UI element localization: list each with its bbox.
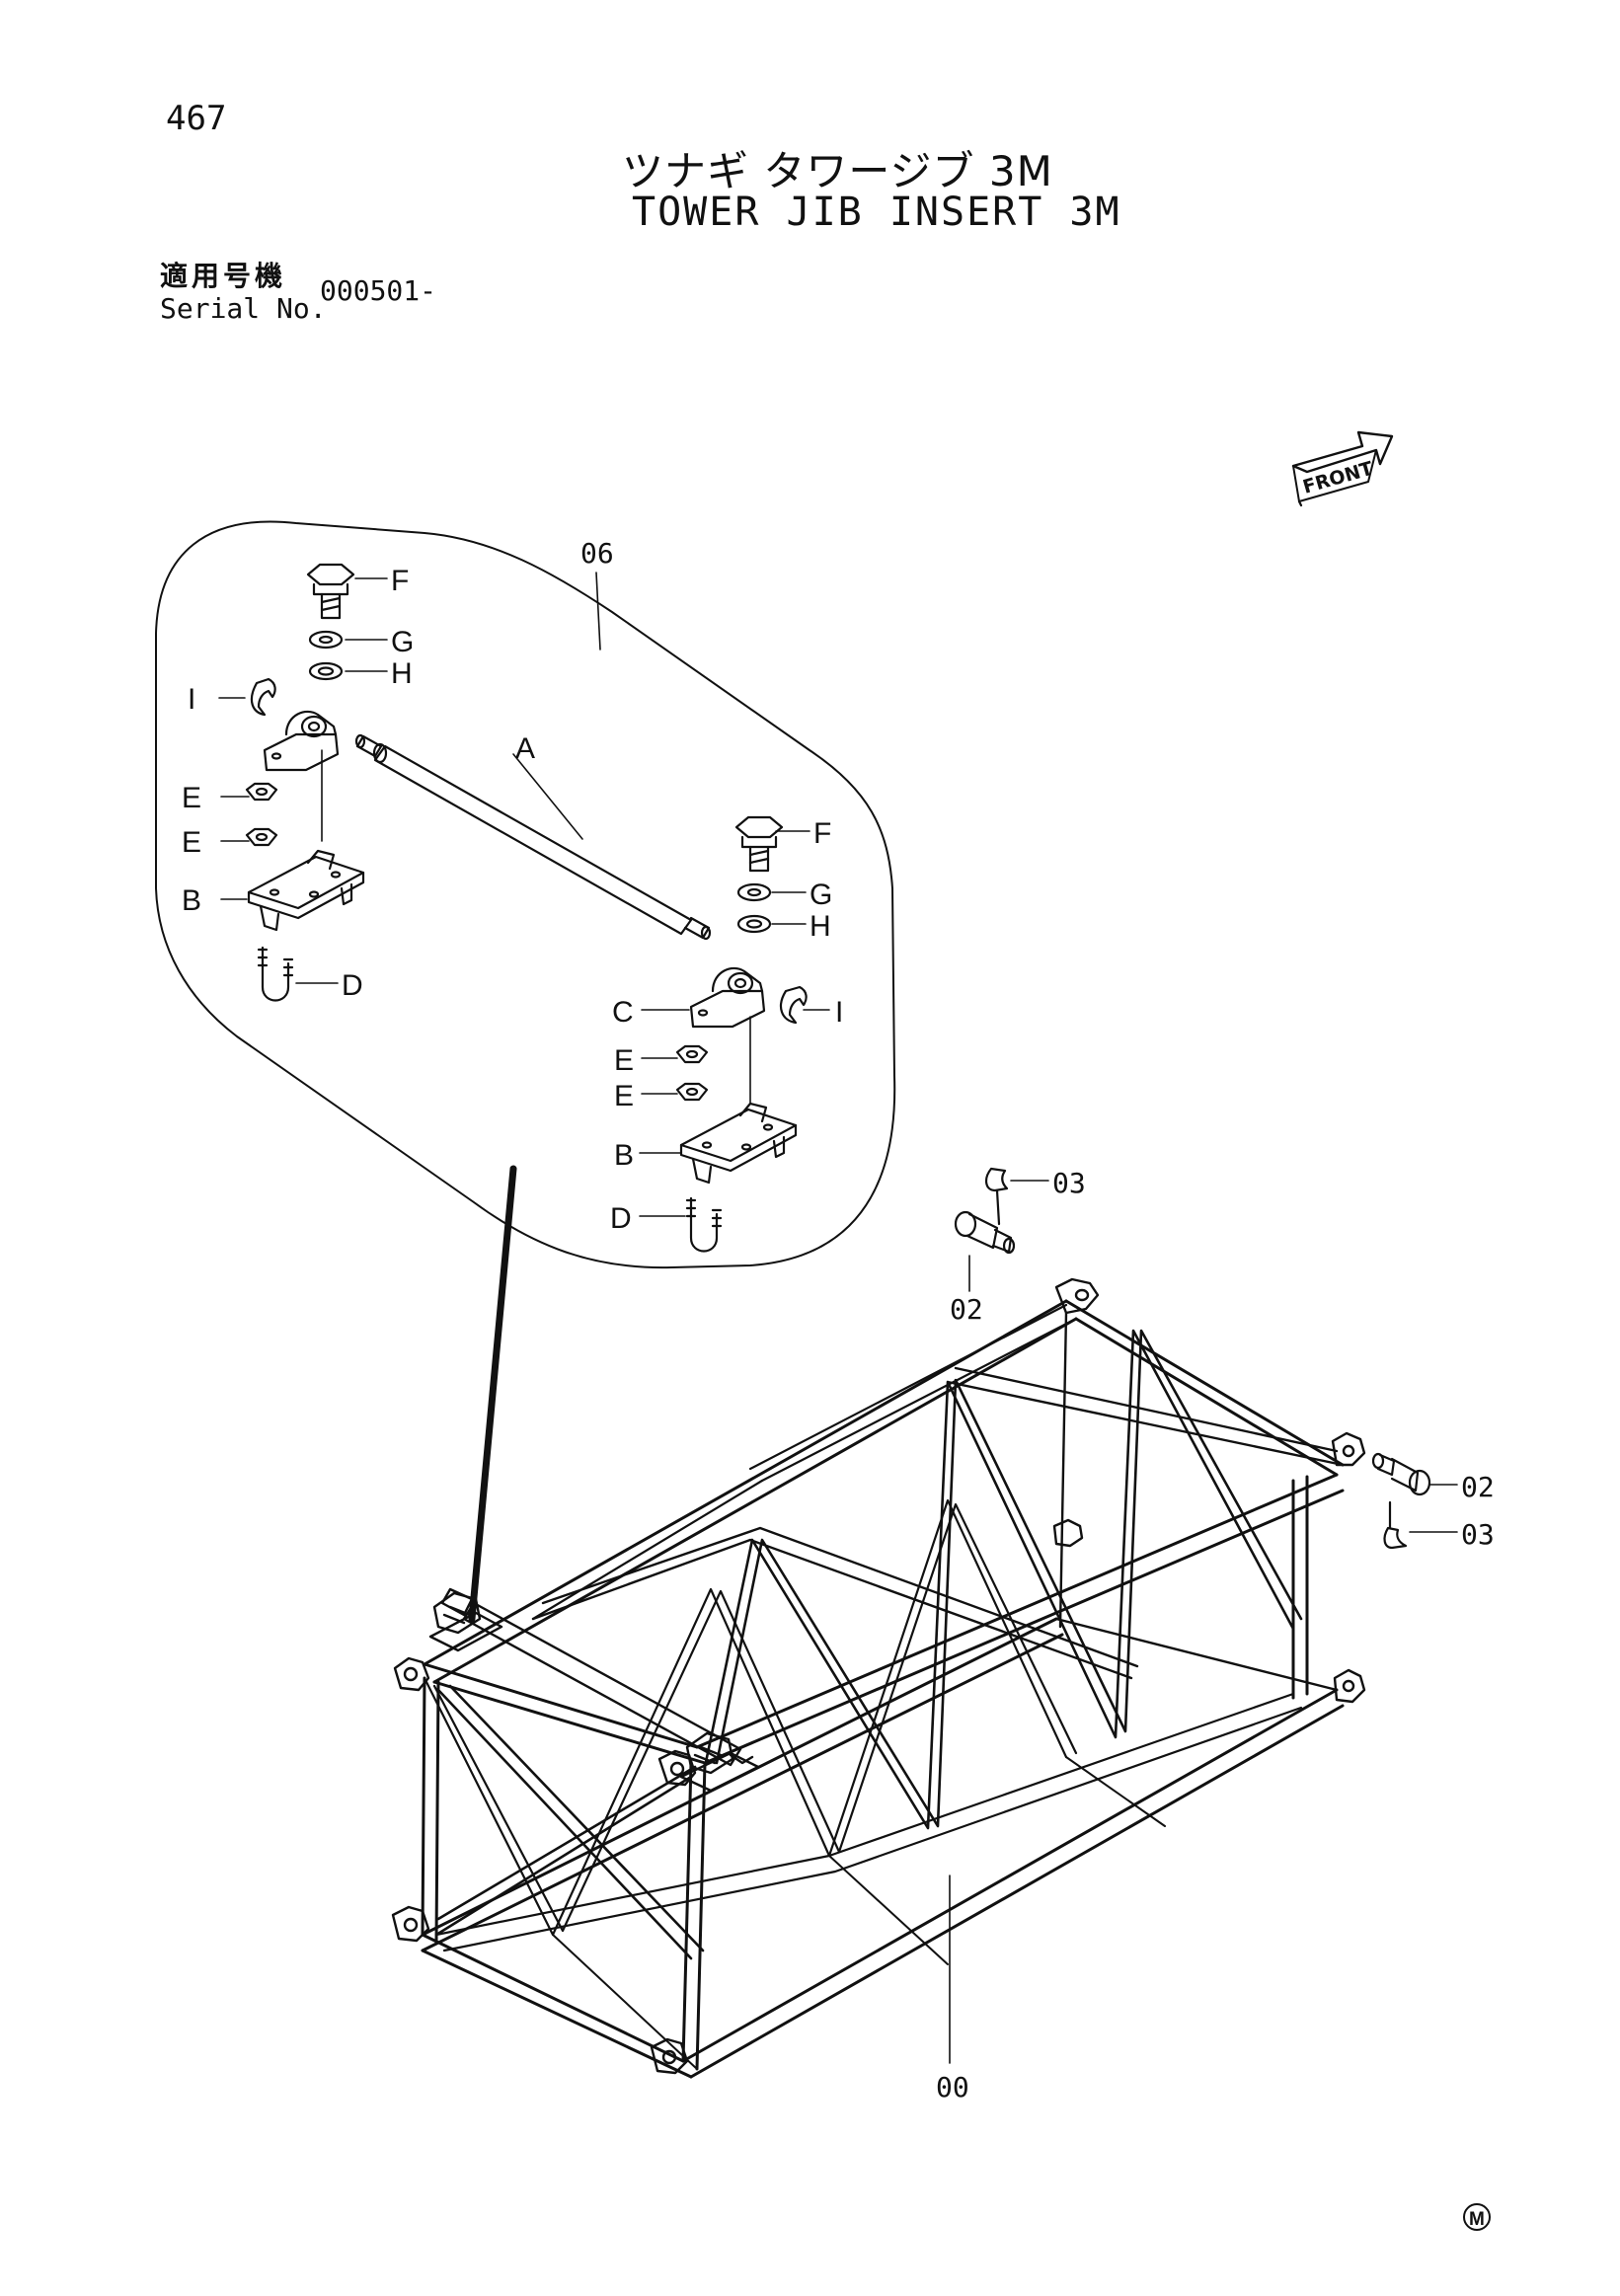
right-pin-icon — [1371, 1452, 1431, 1496]
corner-mark-circle — [1463, 2203, 1491, 2231]
shaft-icon — [354, 733, 712, 941]
left-flat-washer-icon — [308, 661, 344, 681]
callout-left-D: D — [342, 969, 363, 1002]
detail-enclosure-outline — [155, 520, 896, 1269]
callout-shaft-A: A — [515, 732, 535, 765]
callout-right-H: H — [810, 910, 831, 943]
callout-right-G: G — [810, 879, 832, 911]
left-lock-washer-icon — [308, 630, 344, 650]
left-u-bolt-icon — [257, 946, 294, 1002]
right-clip-icon — [1383, 1500, 1408, 1550]
mounted-shaft-icon — [428, 1587, 760, 1793]
corner-mark-letter: M — [1469, 2209, 1485, 2230]
callout-left-E1: E — [182, 782, 201, 814]
callout-pin-02-right: 02 — [1461, 1471, 1495, 1503]
callout-clip-03-right: 03 — [1461, 1518, 1495, 1551]
top-clip-icon — [985, 1167, 1009, 1226]
callout-detail-06: 06 — [580, 537, 614, 570]
right-bolt-icon — [734, 815, 784, 873]
title-english: TOWER JIB INSERT 3M — [632, 190, 1121, 235]
top-pin-icon — [954, 1210, 1016, 1255]
left-snap-ring-icon — [250, 677, 276, 717]
right-bearing-bracket-icon — [689, 966, 766, 1029]
callout-frame-00: 00 — [936, 2071, 969, 2104]
lattice-frame — [391, 1277, 1366, 2079]
callout-leaders — [218, 572, 1458, 2064]
callout-clip-03-top: 03 — [1052, 1167, 1086, 1199]
serial-label-japanese: 適用号機 — [160, 260, 287, 292]
callout-right-I: I — [835, 996, 843, 1029]
left-nut-lower-icon — [245, 827, 278, 847]
front-arrow-icon — [1291, 430, 1394, 507]
left-nut-upper-icon — [245, 782, 278, 802]
right-u-bolt-icon — [685, 1196, 723, 1253]
detail-leader-line — [468, 1165, 517, 1623]
callout-right-D: D — [610, 1202, 632, 1235]
right-lock-washer-icon — [736, 882, 772, 902]
front-marker-label: FRONT — [1300, 458, 1375, 498]
page-number: 467 — [166, 99, 227, 138]
callout-left-B: B — [182, 884, 201, 917]
left-base-plate-icon — [247, 849, 365, 932]
callout-right-C: C — [612, 996, 634, 1029]
callout-left-I: I — [188, 683, 195, 716]
callout-left-H: H — [391, 657, 413, 690]
left-bearing-bracket-icon — [263, 710, 340, 772]
callout-right-E1: E — [614, 1044, 634, 1077]
serial-label-english: Serial No. — [160, 292, 327, 325]
callout-right-B: B — [614, 1139, 634, 1172]
frame-lug-icons — [391, 1277, 1366, 2075]
serial-number-value: 000501- — [320, 274, 437, 307]
left-bolt-icon — [306, 563, 355, 620]
right-snap-ring-icon — [779, 985, 808, 1025]
callout-right-E2: E — [614, 1080, 634, 1112]
callout-left-G: G — [391, 626, 414, 658]
right-nut-lower-icon — [675, 1082, 709, 1102]
callout-right-F: F — [813, 817, 831, 850]
title-japanese: ツナギ タワージブ 3M — [622, 147, 1053, 195]
callout-left-F: F — [391, 565, 409, 597]
callout-pin-02-top: 02 — [950, 1293, 983, 1326]
right-base-plate-icon — [679, 1102, 798, 1185]
right-nut-upper-icon — [675, 1044, 709, 1064]
right-flat-washer-icon — [736, 914, 772, 934]
callout-left-E2: E — [182, 826, 201, 859]
